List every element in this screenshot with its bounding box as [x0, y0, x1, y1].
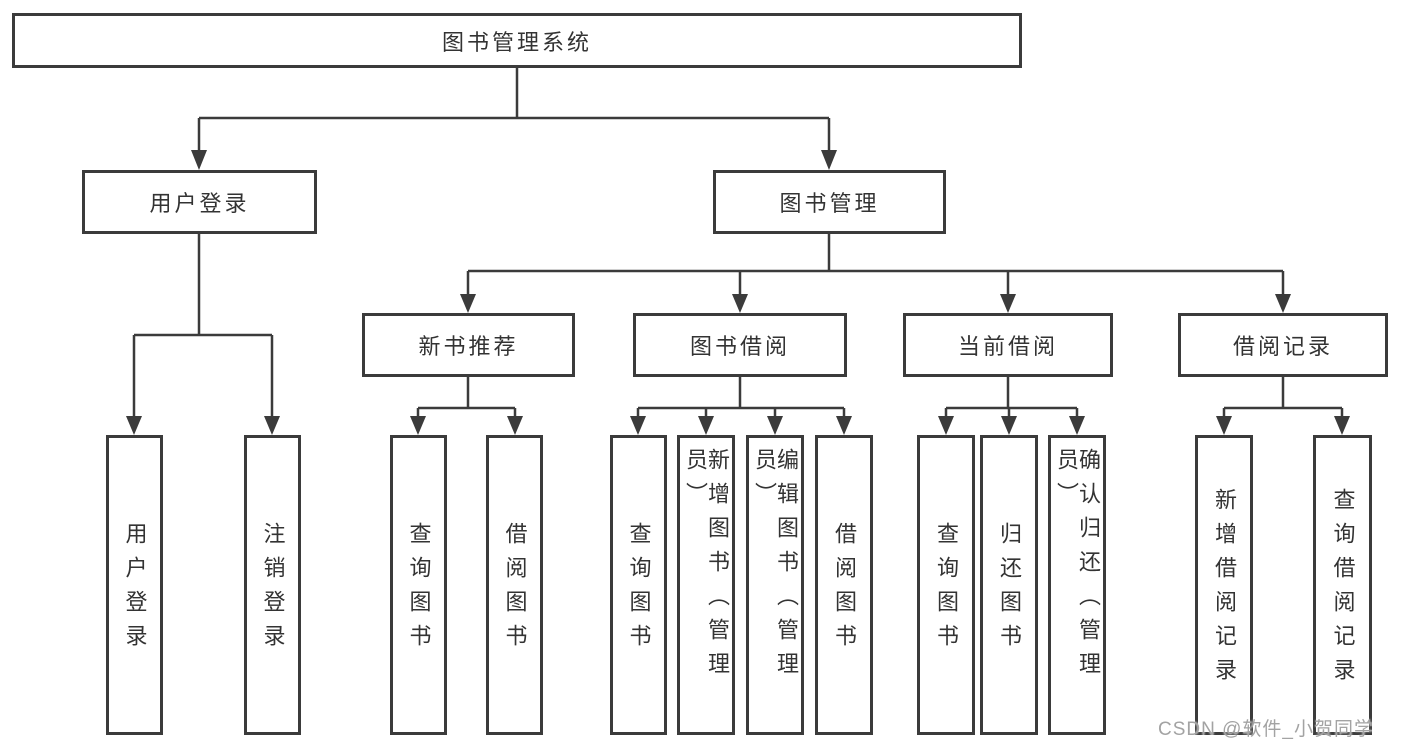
node-leaf-edit-book-admin: 编辑图书（管理员）: [746, 435, 804, 735]
node-leaf-add-book-admin: 新增图书（管理员）: [677, 435, 735, 735]
connector-root-to-level2: [197, 68, 831, 152]
connector-bookmgmt-to-level3: [466, 234, 1285, 296]
arrowheads-level2: [191, 150, 837, 170]
node-leaf-return-book-label: 归还图书: [997, 522, 1022, 658]
node-current-borrowing-label: 当前借阅: [957, 334, 1058, 359]
node-book-borrowing-label: 图书借阅: [689, 334, 790, 359]
connector-userlogin-to-leaves: [132, 234, 274, 418]
node-leaf-query-borrow-record: 查询借阅记录: [1313, 435, 1372, 735]
node-leaf-confirm-return-admin-label: 确认归还（管理员）: [1054, 448, 1101, 686]
node-leaf-borrow-books-newrec-label: 借阅图书: [502, 522, 528, 658]
connector-bookborrow-to-leaves: [636, 377, 846, 418]
node-leaf-add-borrow-record: 新增借阅记录: [1195, 435, 1253, 735]
node-leaf-query-borrow-record-label: 查询借阅记录: [1330, 488, 1356, 692]
node-borrowing-records-label: 借阅记录: [1232, 334, 1333, 359]
arrowheads-borrowrecords-leaves: [1216, 416, 1350, 435]
node-user-login: 用户登录: [82, 170, 317, 234]
node-leaf-query-books-current: 查询图书: [917, 435, 975, 735]
node-root-label: 图书管理系统: [441, 29, 592, 55]
connector-borrowrecords-to-leaves: [1222, 377, 1344, 418]
node-leaf-user-login-label: 用户登录: [122, 522, 148, 658]
node-leaf-add-borrow-record-label: 新增借阅记录: [1212, 488, 1237, 692]
node-leaf-edit-book-admin-label: 编辑图书（管理员）: [752, 448, 799, 686]
node-leaf-borrow-books-2-label: 借阅图书: [832, 522, 857, 658]
node-borrowing-records: 借阅记录: [1178, 313, 1388, 377]
arrowheads-bookborrow-leaves: [630, 416, 852, 435]
node-current-borrowing: 当前借阅: [903, 313, 1113, 377]
node-leaf-query-books-current-label: 查询图书: [934, 522, 959, 658]
node-book-management: 图书管理: [713, 170, 946, 234]
node-book-management-label: 图书管理: [779, 191, 880, 216]
node-leaf-confirm-return-admin: 确认归还（管理员）: [1048, 435, 1106, 735]
node-leaf-logout-label: 注销登录: [260, 522, 286, 658]
connector-currentborrow-to-leaves: [944, 377, 1079, 418]
arrowheads-userlogin-leaves: [126, 416, 280, 435]
node-leaf-logout: 注销登录: [244, 435, 301, 735]
node-leaf-return-book: 归还图书: [980, 435, 1038, 735]
csdn-watermark: CSDN @软件_小贺同学: [1158, 719, 1374, 740]
node-leaf-query-books-borrow: 查询图书: [610, 435, 667, 735]
arrowheads-newbookrec-leaves: [410, 416, 523, 435]
node-new-book-recommend: 新书推荐: [362, 313, 575, 377]
node-new-book-recommend-label: 新书推荐: [418, 334, 519, 359]
connector-newbookrec-to-leaves: [416, 377, 517, 418]
node-leaf-user-login: 用户登录: [106, 435, 163, 735]
node-user-login-label: 用户登录: [149, 191, 250, 216]
node-book-borrowing: 图书借阅: [633, 313, 847, 377]
node-leaf-borrow-books-newrec: 借阅图书: [486, 435, 543, 735]
arrowheads-currentborrow-leaves: [938, 416, 1085, 435]
node-leaf-query-books-newrec: 查询图书: [390, 435, 447, 735]
node-leaf-query-books-borrow-label: 查询图书: [626, 522, 652, 658]
arrowheads-level3: [460, 294, 1291, 313]
node-leaf-borrow-books-2: 借阅图书: [815, 435, 873, 735]
node-leaf-add-book-admin-label: 新增图书（管理员）: [683, 448, 730, 686]
node-root: 图书管理系统: [12, 13, 1022, 68]
node-leaf-query-books-newrec-label: 查询图书: [406, 522, 432, 658]
